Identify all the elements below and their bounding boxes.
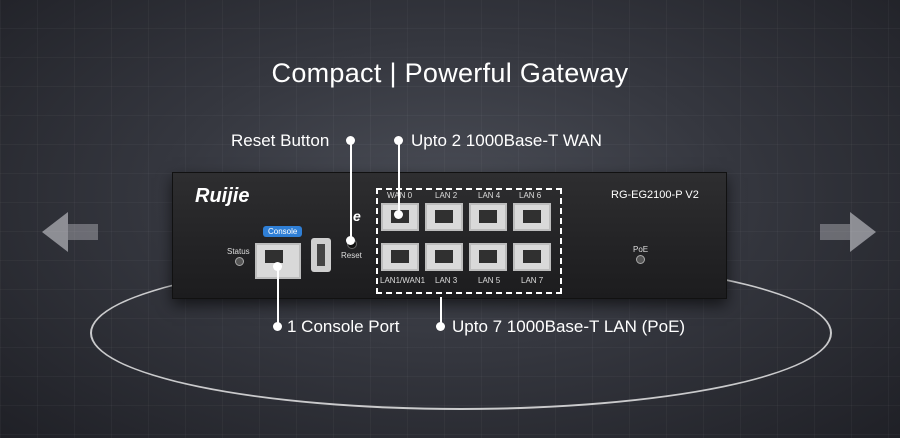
- lan1wan1-label: LAN1/WAN1: [380, 276, 426, 285]
- lan3-label: LAN 3: [435, 276, 458, 285]
- usb-icon: [311, 238, 331, 272]
- brand-logo: Ruijie: [195, 185, 250, 207]
- gateway-device: Ruijie RG-EG2100-P V2 Status Console Res…: [172, 172, 727, 299]
- reset-callout-end: [346, 236, 355, 245]
- port-lan1wan1: [381, 243, 419, 271]
- lan4-label: LAN 4: [478, 191, 501, 200]
- lan2-label: LAN 2: [435, 191, 458, 200]
- lan-callout: Upto 7 1000Base-T LAN (PoE): [452, 317, 686, 336]
- reset-callout-line: [350, 143, 352, 238]
- console-badge: Console: [263, 226, 303, 237]
- page-title: Compact | Powerful Gateway: [271, 58, 629, 88]
- port-lan4: [469, 203, 507, 231]
- model-label: RG-EG2100-P V2: [611, 189, 699, 201]
- port-lan5: [469, 243, 507, 271]
- arrow-right-icon[interactable]: [850, 212, 876, 252]
- ports-highlight: [376, 188, 562, 294]
- reset-callout-dot: [346, 136, 355, 145]
- reset-label: Reset: [341, 251, 362, 260]
- lan-callout-line: [440, 297, 442, 325]
- wan-callout-dot: [394, 136, 403, 145]
- wan-callout-line: [398, 143, 400, 213]
- console-callout-line: [277, 266, 279, 326]
- console-callout: 1 Console Port: [287, 317, 400, 336]
- eg-mark: e: [353, 208, 361, 224]
- reset-callout: Reset Button: [231, 131, 330, 150]
- lan5-label: LAN 5: [478, 276, 501, 285]
- port-lan2: [425, 203, 463, 231]
- wan-callout: Upto 2 1000Base-T WAN: [411, 131, 602, 150]
- status-label: Status: [227, 247, 250, 256]
- prev-arrow-bar[interactable]: [68, 224, 98, 240]
- port-lan7: [513, 243, 551, 271]
- lan6-label: LAN 6: [519, 191, 542, 200]
- status-led: [235, 257, 244, 266]
- port-lan3: [425, 243, 463, 271]
- lan7-label: LAN 7: [521, 276, 544, 285]
- port-lan6: [513, 203, 551, 231]
- arrow-left-icon[interactable]: [42, 212, 68, 252]
- next-arrow-bar[interactable]: [820, 224, 850, 240]
- poe-label: PoE: [633, 245, 649, 254]
- lan-callout-dot: [436, 322, 445, 331]
- console-callout-dot: [273, 322, 282, 331]
- poe-led: [636, 255, 645, 264]
- wan-callout-end: [394, 210, 403, 219]
